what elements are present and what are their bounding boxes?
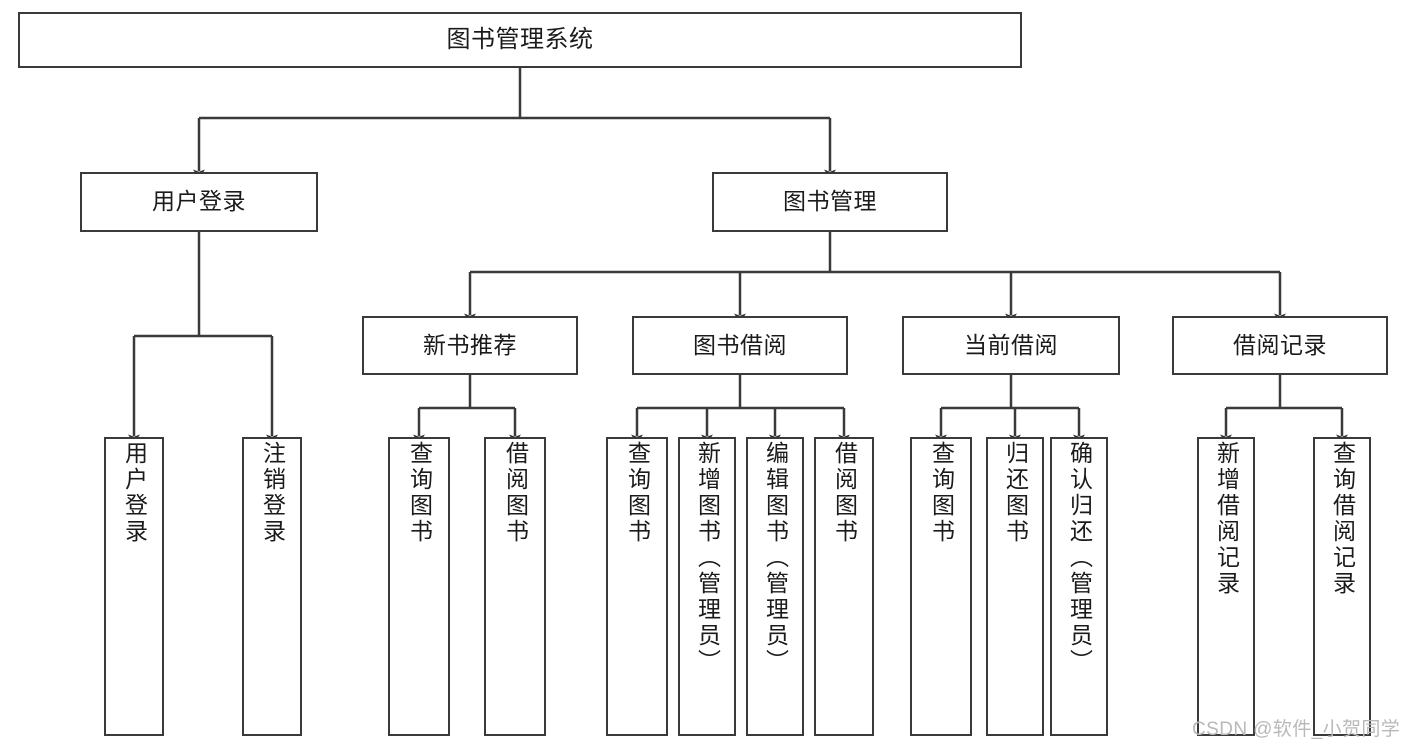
node-root[interactable]: 图书管理系统 <box>18 12 1022 68</box>
node-leaf-bb-add-book[interactable]: 新增图书（管理员） <box>678 437 736 736</box>
node-l3-book-borrow[interactable]: 图书借阅 <box>632 316 848 375</box>
node-label: 查询借阅记录 <box>1329 441 1356 597</box>
node-leaf-cb-confirm-return[interactable]: 确认归还（管理员） <box>1050 437 1108 736</box>
node-leaf-cb-return-book[interactable]: 归还图书 <box>986 437 1044 736</box>
node-label: 编辑图书（管理员） <box>762 441 789 675</box>
node-leaf-rec-borrow-book[interactable]: 借阅图书 <box>484 437 546 736</box>
node-label: 归还图书 <box>1002 441 1029 545</box>
node-label: 查询图书 <box>928 441 955 545</box>
node-leaf-br-add-record[interactable]: 新增借阅记录 <box>1197 437 1255 736</box>
node-label: 当前借阅 <box>964 331 1058 358</box>
node-label: 新增借阅记录 <box>1213 441 1240 597</box>
node-l3-current-borrow[interactable]: 当前借阅 <box>902 316 1120 375</box>
node-label: 用户登录 <box>152 188 246 215</box>
node-label: 借阅图书 <box>502 441 529 545</box>
node-label: 注销登录 <box>259 441 286 545</box>
node-l2-book-manage[interactable]: 图书管理 <box>712 172 948 232</box>
node-label: 借阅图书 <box>831 441 858 545</box>
node-leaf-br-query-record[interactable]: 查询借阅记录 <box>1313 437 1371 736</box>
node-leaf-bb-borrow-book[interactable]: 借阅图书 <box>814 437 874 736</box>
node-label: 用户登录 <box>121 441 148 545</box>
node-leaf-rec-query-book[interactable]: 查询图书 <box>388 437 450 736</box>
node-leaf-cb-query-book[interactable]: 查询图书 <box>910 437 972 736</box>
node-leaf-bb-edit-book[interactable]: 编辑图书（管理员） <box>746 437 804 736</box>
node-label: 图书管理 <box>783 188 877 215</box>
node-label: 图书管理系统 <box>446 25 594 53</box>
node-leaf-user-logout[interactable]: 注销登录 <box>242 437 302 736</box>
node-label: 新增图书（管理员） <box>694 441 721 675</box>
node-l2-user-login[interactable]: 用户登录 <box>80 172 318 232</box>
node-leaf-bb-query-book[interactable]: 查询图书 <box>606 437 668 736</box>
node-label: 新书推荐 <box>423 331 517 358</box>
node-l3-new-book-rec[interactable]: 新书推荐 <box>362 316 578 375</box>
node-leaf-user-login[interactable]: 用户登录 <box>104 437 164 736</box>
csdn-watermark: CSDN @软件_小贺同学 <box>1192 719 1401 740</box>
node-label: 确认归还（管理员） <box>1066 441 1093 675</box>
node-label: 借阅记录 <box>1233 331 1327 358</box>
node-label: 查询图书 <box>406 441 433 545</box>
node-l3-borrow-record[interactable]: 借阅记录 <box>1172 316 1388 375</box>
node-label: 图书借阅 <box>693 331 787 358</box>
node-label: 查询图书 <box>624 441 651 545</box>
